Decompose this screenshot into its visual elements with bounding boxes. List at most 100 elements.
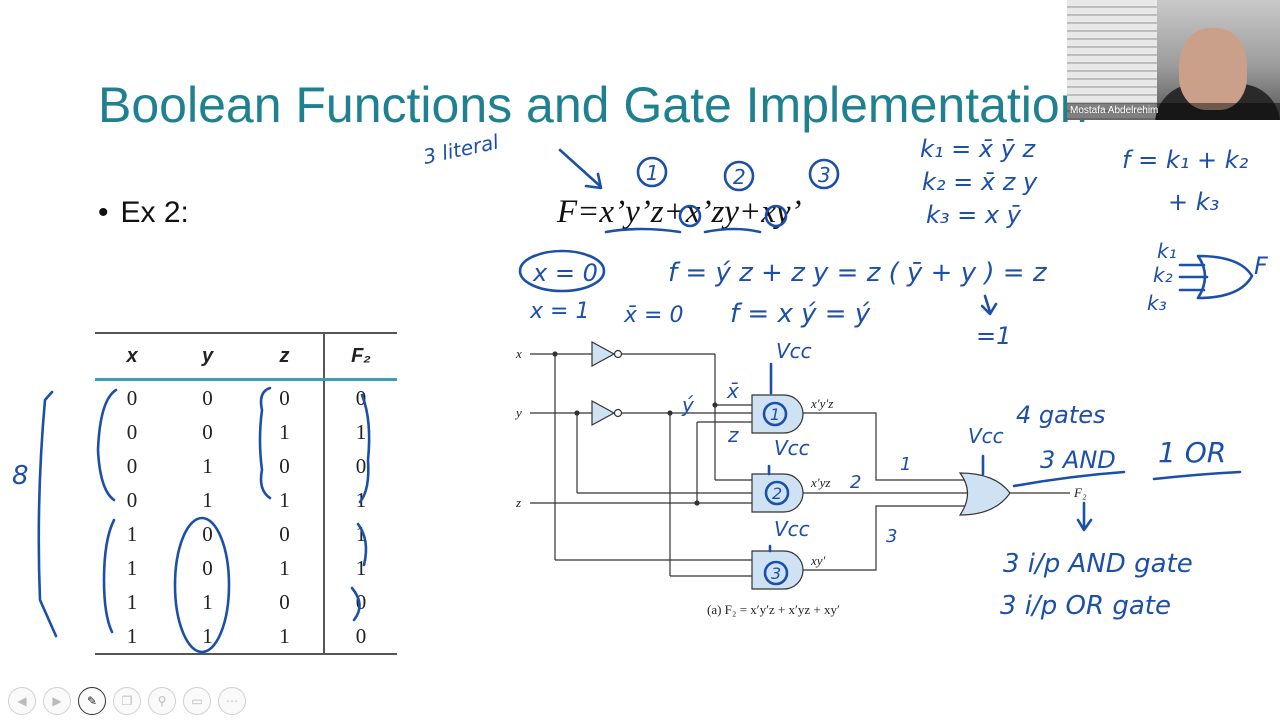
ink-gate-circle-2	[764, 480, 790, 506]
table-cell: 1	[202, 623, 213, 648]
boolean-formula: F=x’y’z+x’zy+xy’	[557, 194, 802, 230]
pen-icon[interactable]: ✎	[78, 687, 106, 715]
table-cell: 0	[279, 521, 290, 546]
ink-term-circle-3	[808, 158, 840, 190]
ink-vcc-4: Vcc	[968, 424, 1004, 448]
ink-gate-circle-3	[763, 560, 789, 586]
ink-f-x1: f = x ý = ý	[730, 299, 871, 329]
ink-arrow	[558, 148, 603, 190]
ink-f-sum-1: f = k₁ + k₂	[1122, 146, 1249, 174]
ink-vcc-1: Vcc	[776, 339, 812, 363]
table-cell: 0	[126, 453, 138, 478]
table-cell: 1	[323, 551, 397, 585]
ink-term-2: 2	[733, 165, 746, 189]
header-f2: F₂	[323, 333, 397, 380]
gate-output-3: xy′	[810, 553, 826, 568]
table-cell: 1	[202, 487, 213, 512]
ink-ellipse-y	[173, 516, 231, 654]
next-icon[interactable]: ▶	[43, 687, 71, 715]
output-label-f2: F₂	[1073, 485, 1087, 500]
ink-bracket-f-2	[356, 522, 368, 567]
ink-bracket-f-3	[350, 586, 361, 622]
ink-bracket-x1	[102, 518, 116, 634]
ink-arrow-down	[980, 294, 998, 316]
ink-gate-num-3: 3	[771, 564, 781, 583]
ink-k3: k₃ = x ȳ	[926, 201, 1022, 229]
ink-three-and: 3 AND	[1040, 446, 1116, 474]
table-cell: 0	[323, 379, 397, 415]
ink-arrow-f2	[1076, 501, 1093, 532]
inverter-y	[591, 399, 623, 427]
table-cell: 1	[202, 589, 213, 614]
zoom-icon[interactable]: ⚲	[148, 687, 176, 715]
ink-gate-circle-1	[762, 401, 788, 427]
ink-mini-or-inputs	[1178, 263, 1209, 292]
table-cell: 0	[126, 487, 138, 512]
bullet-dot: •	[98, 196, 109, 229]
table-cell: 1	[126, 623, 138, 648]
ink-x-eq-1: x = 1	[529, 299, 589, 324]
table-cell: 0	[323, 449, 397, 483]
and-gate-1	[751, 394, 804, 434]
table-row: 0 0 1 1	[95, 415, 397, 449]
table-row: 1 1 1 0	[95, 619, 397, 654]
ink-xbar-eq-0: x̄ = 0	[623, 303, 683, 328]
table-cell: 1	[279, 419, 290, 444]
circuit-caption: (a) F₂ = x′y′z + x′yz + xy′	[707, 602, 840, 617]
table-row: 0 0 0 0	[95, 379, 397, 415]
ink-vcc-2: Vcc	[774, 436, 810, 460]
ink-term-circle-1	[636, 156, 668, 188]
table-cell: 0	[323, 619, 397, 654]
table-cell: 0	[279, 385, 290, 410]
ink-k1: k₁ = x̄ ȳ z	[920, 135, 1037, 163]
subtitles-icon[interactable]: ▭	[183, 687, 211, 715]
table-cell: 0	[279, 589, 290, 614]
ink-x0-ellipse	[518, 249, 606, 293]
ink-term-3: 3	[818, 163, 831, 187]
ink-four-gates: 4 gates	[1016, 401, 1106, 429]
prev-icon[interactable]: ◀	[8, 687, 36, 715]
ink-term-circle-2	[723, 160, 755, 192]
webcam-name: Mostafa Abdelrehim	[1070, 105, 1159, 116]
ink-eight: 8	[12, 461, 29, 491]
ink-or-f: F	[1254, 252, 1269, 280]
table-cell: 1	[323, 517, 397, 551]
ink-bracket-8	[37, 390, 58, 638]
slide-title: Boolean Functions and Gate Implementatio…	[98, 77, 1088, 133]
table-cell: 0	[202, 521, 213, 546]
ink-one-or: 1 OR	[1158, 436, 1226, 469]
inverter-x	[591, 340, 623, 368]
ink-line-3: 3	[886, 526, 897, 547]
input-label-x: x	[515, 346, 522, 361]
ink-simplify: f = ý z + z y = z ( ȳ + y ) = z	[668, 258, 1048, 288]
table-cell: 0	[202, 419, 213, 444]
ink-bracket-x0	[96, 388, 118, 502]
ink-circle-plus-1	[678, 204, 702, 228]
webcam-blinds	[1067, 0, 1157, 120]
presentation-toolbar: ◀ ▶ ✎ ❐ ⚲ ▭ ⋯	[8, 687, 246, 715]
ink-bracket-z	[258, 386, 272, 500]
ink-bracket-f-1	[358, 393, 371, 504]
webcam-name-bar	[1067, 103, 1280, 120]
input-label-y: y	[514, 405, 522, 420]
ink-three-literal: 3 literal	[421, 129, 501, 168]
ink-gate-num-2: 2	[772, 484, 782, 503]
table-cell: 1	[126, 555, 138, 580]
header-x: x	[126, 344, 138, 367]
table-cell: 0	[126, 419, 138, 444]
table-cell: 0	[202, 385, 213, 410]
webcam-person-head	[1179, 28, 1247, 110]
table-cell: 1	[279, 623, 290, 648]
table-cell: 0	[126, 385, 138, 410]
or-gate	[958, 472, 1011, 516]
copy-icon[interactable]: ❐	[113, 687, 141, 715]
more-icon[interactable]: ⋯	[218, 687, 246, 715]
table-cell: 1	[323, 415, 397, 449]
